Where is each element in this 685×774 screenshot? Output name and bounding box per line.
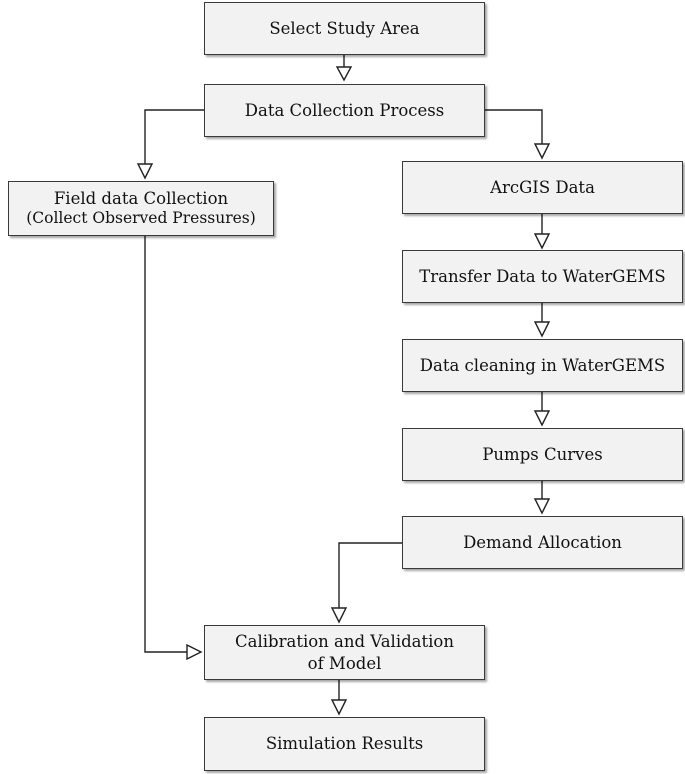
node-field-data-collection: Field data Collection (Collect Observed … [8,181,274,236]
arrowhead-field-to-calibration [186,643,203,661]
arrowhead-cleaning-to-pumps [533,410,551,427]
node-label: Select Study Area [269,18,420,38]
node-calibration-validation: Calibration and Validation of Model [204,625,485,680]
node-label: Transfer Data to WaterGEMS [419,266,666,286]
node-pumps-curves: Pumps Curves [402,428,683,481]
arrowhead-pumps-to-demand [533,498,551,515]
node-transfer-data: Transfer Data to WaterGEMS [402,250,683,303]
node-label-line2: of Model [307,653,382,673]
node-arcgis-data: ArcGIS Data [402,161,683,214]
node-label: Data Collection Process [244,100,445,120]
connector-field-to-calibration [144,236,187,653]
connector-demand-to-calibration [338,542,402,608]
node-data-cleaning: Data cleaning in WaterGEMS [402,339,683,392]
arrowhead-arcgis-to-transfer [533,233,551,250]
node-demand-allocation: Demand Allocation [402,516,683,569]
node-label: Demand Allocation [463,532,622,552]
node-data-collection-process: Data Collection Process [204,84,485,137]
node-label: Pumps Curves [482,444,603,464]
node-label: Simulation Results [265,734,424,754]
arrowhead-calibration-to-simulation [330,699,348,716]
node-label-line1: Calibration and Validation [235,632,454,652]
arrowhead-transfer-to-cleaning [533,321,551,338]
node-label: ArcGIS Data [490,177,595,197]
node-label-line1: Field data Collection [53,189,229,209]
arrowhead-datacollection-to-field [136,163,154,180]
node-label-line2: (Collect Observed Pressures) [26,209,256,228]
connector-datacollection-to-field [144,109,204,164]
node-select-study-area: Select Study Area [204,2,485,55]
node-simulation-results: Simulation Results [204,717,485,771]
arrowhead-select-to-datacollection [335,66,353,82]
connector-datacollection-to-arcgis [485,109,543,144]
node-label: Data cleaning in WaterGEMS [419,355,666,375]
arrowhead-demand-to-calibration [330,607,348,624]
arrowhead-datacollection-to-arcgis [533,143,551,160]
